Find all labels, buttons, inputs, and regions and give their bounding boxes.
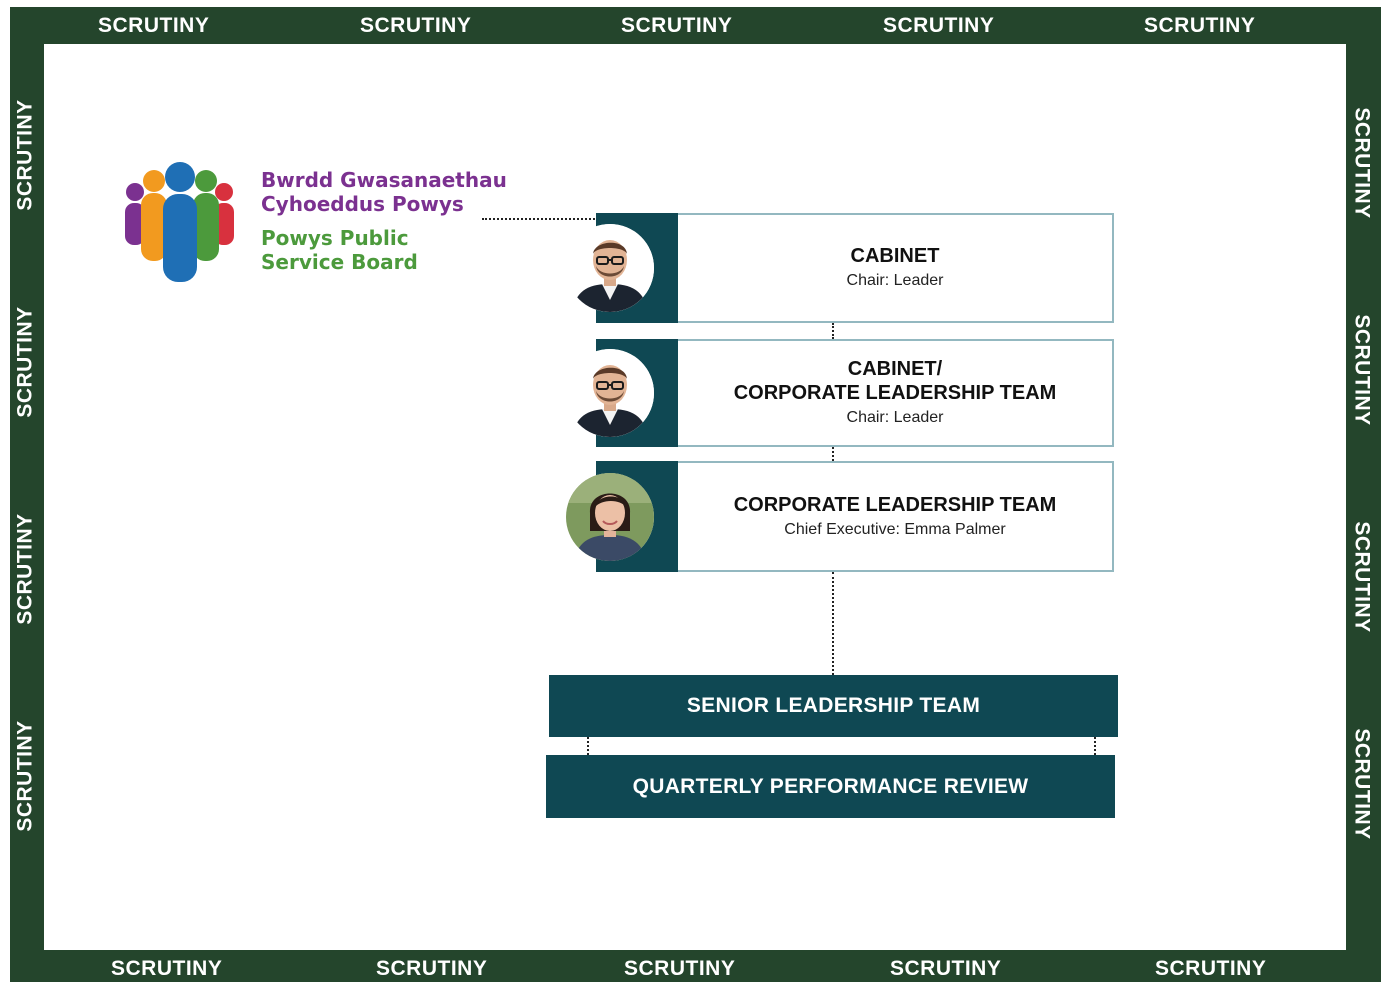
scrutiny-label: SCRUTINY xyxy=(883,14,995,37)
people-logo-icon xyxy=(120,160,240,285)
cabinet-clt-box: CABINET/ CORPORATE LEADERSHIP TEAM Chair… xyxy=(566,339,1114,447)
clt-title: CORPORATE LEADERSHIP TEAM xyxy=(733,493,1057,516)
scrutiny-label: SCRUTINY xyxy=(1144,14,1256,37)
scrutiny-label: SCRUTINY xyxy=(1350,728,1374,840)
logo-welsh-name: Bwrdd Gwasanaethau Cyhoeddus Powys xyxy=(261,168,507,216)
logo-english-name: Powys Public Service Board xyxy=(261,226,418,274)
scrutiny-label: SCRUTINY xyxy=(621,14,733,37)
cabinet-title: CABINET xyxy=(850,245,940,267)
scrutiny-label: SCRUTINY xyxy=(13,720,37,832)
connector-line xyxy=(832,447,834,461)
logo-english-line2: Service Board xyxy=(261,250,418,274)
scrutiny-label: SCRUTINY xyxy=(13,513,37,625)
chief-executive-photo-icon xyxy=(566,472,654,561)
clt-chief-executive: Chief Executive: Emma Palmer xyxy=(784,520,1006,538)
clt-box: CORPORATE LEADERSHIP TEAM Chief Executiv… xyxy=(566,461,1114,572)
scrutiny-label: SCRUTINY xyxy=(1155,957,1267,980)
cabinet-clt-title-line2: CORPORATE LEADERSHIP TEAM xyxy=(733,382,1057,404)
scrutiny-label: SCRUTINY xyxy=(98,14,210,37)
scrutiny-label: SCRUTINY xyxy=(1350,107,1374,219)
leader-photo-icon xyxy=(566,224,654,312)
quarterly-performance-review-box: QUARTERLY PERFORMANCE REVIEW xyxy=(546,755,1115,818)
connector-line xyxy=(1094,737,1096,755)
scrutiny-label: SCRUTINY xyxy=(624,957,736,980)
cabinet-box: CABINET Chair: Leader xyxy=(566,213,1114,323)
scrutiny-label: SCRUTINY xyxy=(111,957,223,980)
scrutiny-label: SCRUTINY xyxy=(376,957,488,980)
cabinet-clt-chair: Chair: Leader xyxy=(846,409,944,426)
logo-welsh-line1: Bwrdd Gwasanaethau xyxy=(261,168,507,192)
scrutiny-label: SCRUTINY xyxy=(890,957,1002,980)
cabinet-clt-title-line1: CABINET/ xyxy=(847,358,943,380)
scrutiny-label: SCRUTINY xyxy=(360,14,472,37)
logo-connector xyxy=(482,218,595,220)
scrutiny-label: SCRUTINY xyxy=(13,99,37,211)
logo-welsh-line2: Cyhoeddus Powys xyxy=(261,192,464,216)
connector-line xyxy=(587,737,589,755)
logo-english-line1: Powys Public xyxy=(261,226,409,250)
cabinet-chair: Chair: Leader xyxy=(846,272,944,289)
senior-leadership-team-box: SENIOR LEADERSHIP TEAM xyxy=(549,675,1118,737)
connector-line xyxy=(832,323,834,339)
leader-photo-icon xyxy=(566,349,654,437)
scrutiny-label: SCRUTINY xyxy=(1350,521,1374,633)
scrutiny-label: SCRUTINY xyxy=(1350,314,1374,426)
connector-line xyxy=(832,572,834,675)
scrutiny-label: SCRUTINY xyxy=(13,306,37,418)
